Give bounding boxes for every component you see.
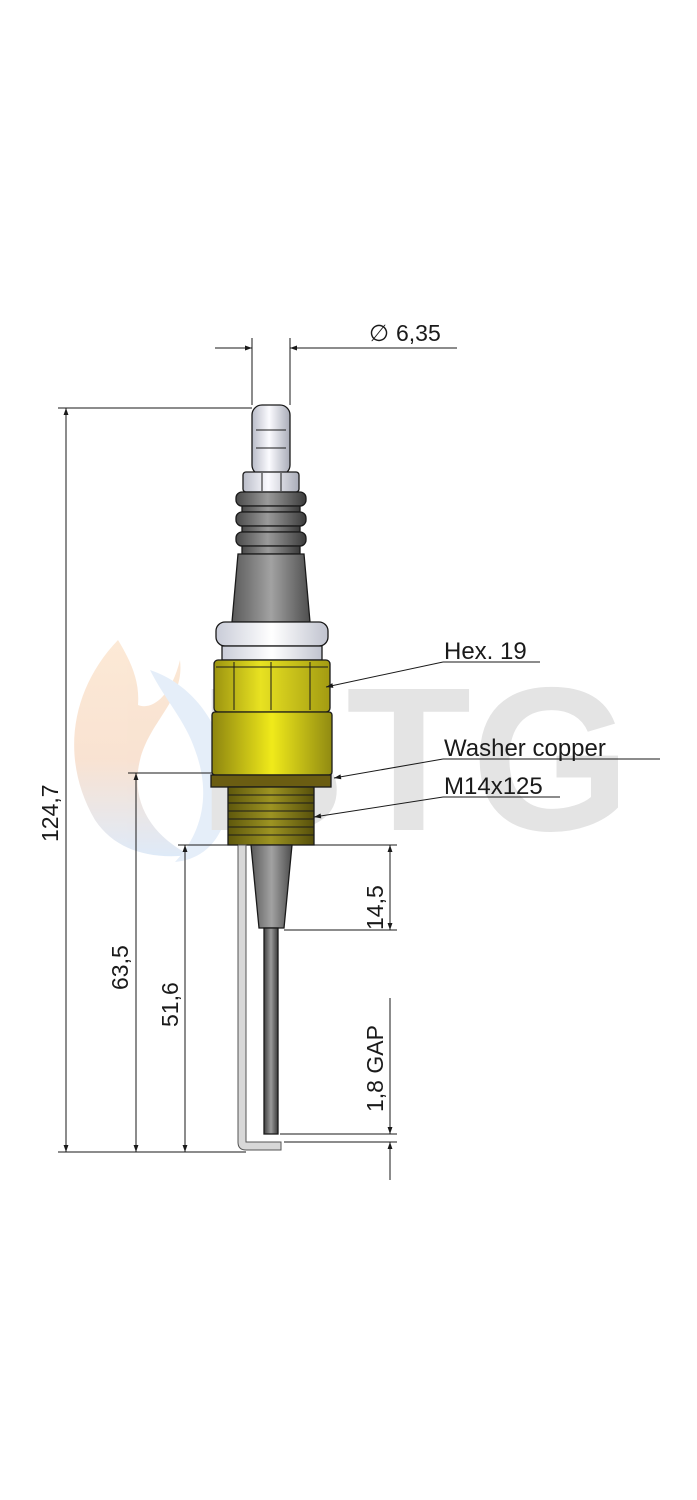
copper-washer: [210, 774, 332, 788]
washer-to-tip-dimension: 63,5: [107, 772, 212, 1152]
washer-label: Washer copper: [444, 735, 606, 762]
thread-end-to-tip-label: 51,6: [157, 982, 183, 1027]
lower-insulator: [250, 844, 293, 929]
thread-end-to-tip-dimension: 51,6: [157, 844, 238, 1152]
washer-to-tip-label: 63,5: [107, 945, 133, 990]
hex-nut: [213, 659, 331, 713]
terminal-nut: [242, 471, 300, 493]
hex-callout: Hex. 19: [325, 638, 540, 688]
gap-label: 1,8 GAP: [362, 1025, 388, 1112]
terminal-pin: [251, 404, 291, 476]
thread-callout: M14x125: [313, 773, 560, 819]
insulator-length-label: 14,5: [362, 885, 388, 930]
electrode-rod: [263, 927, 279, 1135]
insulator-length-dimension: 14,5: [284, 844, 397, 931]
overall-length-dimension: 124,7: [37, 407, 252, 1153]
ceramic-collar: [215, 621, 329, 647]
pin-diameter-symbol: ∅: [369, 320, 389, 346]
electrode: [210, 404, 333, 1151]
pin-diameter-label: 6,35: [396, 320, 441, 346]
washer-callout: Washer copper: [333, 735, 660, 780]
thread: [227, 786, 315, 846]
ground-electrode: [237, 844, 282, 1151]
insulator-body: [231, 553, 311, 623]
brass-body: [211, 711, 333, 776]
overall-length-label: 124,7: [37, 784, 63, 842]
thread-label: M14x125: [444, 773, 543, 800]
pin-diameter-dimension: ∅ 6,35: [215, 320, 457, 405]
gap-dimension: 1,8 GAP: [280, 998, 397, 1180]
flame-logo-icon: [74, 640, 229, 862]
hex-label: Hex. 19: [444, 638, 527, 665]
ribbed-insulator: [235, 491, 307, 555]
